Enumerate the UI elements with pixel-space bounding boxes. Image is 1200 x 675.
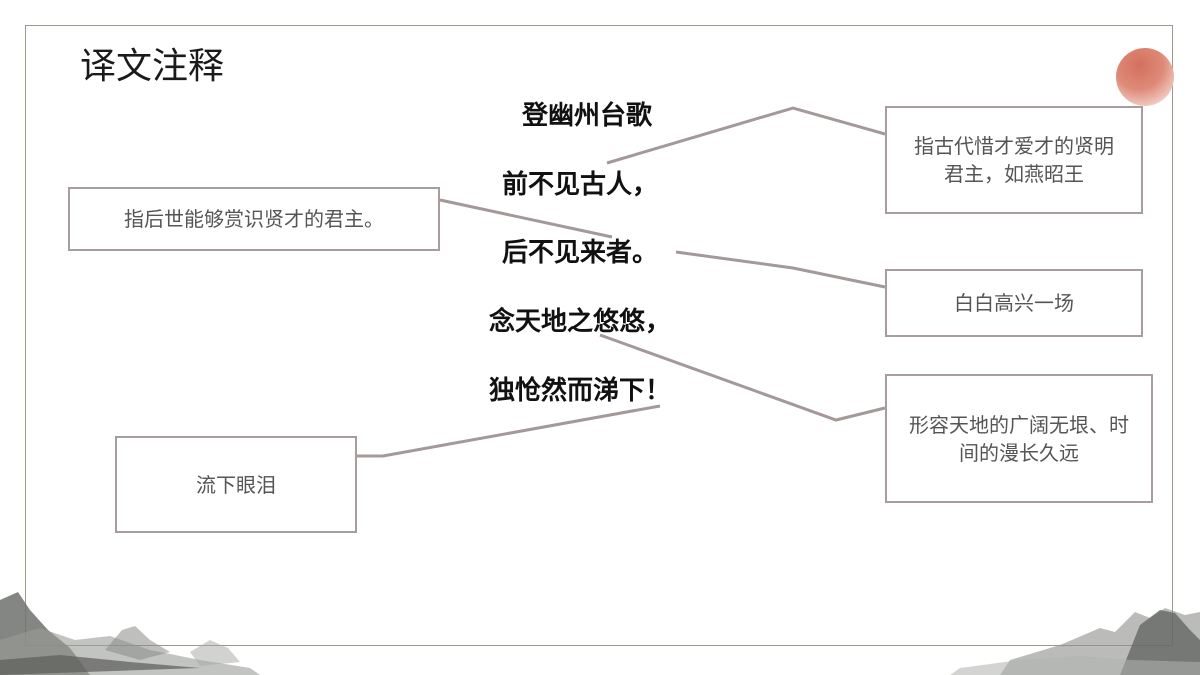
note-text: 流下眼泪	[196, 472, 276, 497]
slide-frame	[25, 25, 1173, 646]
note-text: 指后世能够赏识贤才的君主。	[124, 207, 384, 231]
note-text: 指古代惜才爱才的贤明君主，如燕昭王	[914, 134, 1114, 186]
red-sun-decoration	[1116, 48, 1174, 106]
note-box-vastness: 形容天地的广阔无垠、时间的漫长久远	[885, 374, 1153, 503]
slide-title: 译文注释	[80, 46, 225, 87]
note-text: 白白高兴一场	[954, 291, 1074, 315]
note-box-ancients: 指古代惜才爱才的贤明君主，如燕昭王	[885, 106, 1143, 214]
note-box-successors: 指后世能够赏识贤才的君主。	[68, 187, 440, 251]
note-box-vain-joy: 白白高兴一场	[885, 269, 1143, 337]
poem-title: 登幽州台歌	[521, 101, 652, 131]
note-text: 形容天地的广阔无垠、时间的漫长久远	[909, 412, 1129, 465]
poem-line: 前不见古人，	[501, 170, 658, 200]
poem-line: 念天地之悠悠，	[488, 307, 671, 337]
note-box-tears: 流下眼泪	[115, 436, 357, 533]
poem-line: 独怆然而涕下！	[488, 376, 671, 406]
poem-line: 后不见来者。	[501, 238, 658, 268]
